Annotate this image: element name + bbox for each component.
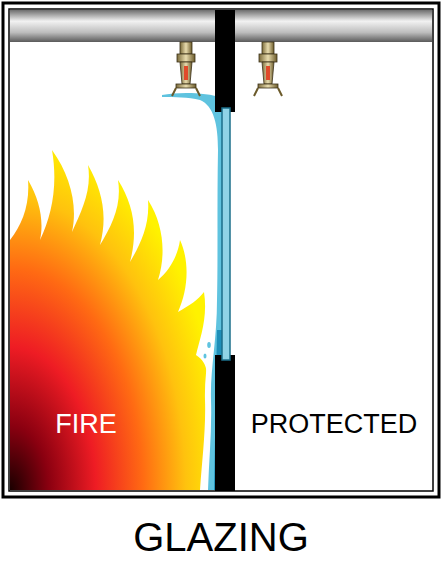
inner-frame — [9, 9, 433, 491]
outer-frame — [3, 3, 439, 497]
water-spray — [162, 93, 222, 490]
zone-label: FIRE — [55, 411, 117, 438]
wall — [215, 10, 235, 112]
water-drop — [207, 342, 211, 348]
water-spray — [160, 91, 222, 490]
glazing-pane — [222, 108, 230, 360]
fire-flame — [10, 150, 214, 490]
sprinkler-head — [172, 42, 200, 96]
caption: GLAZING — [133, 517, 309, 557]
zone-label: PROTECTED — [251, 411, 418, 438]
water-drop — [204, 354, 207, 359]
sprinkler-head — [254, 42, 282, 96]
wall — [215, 355, 235, 491]
